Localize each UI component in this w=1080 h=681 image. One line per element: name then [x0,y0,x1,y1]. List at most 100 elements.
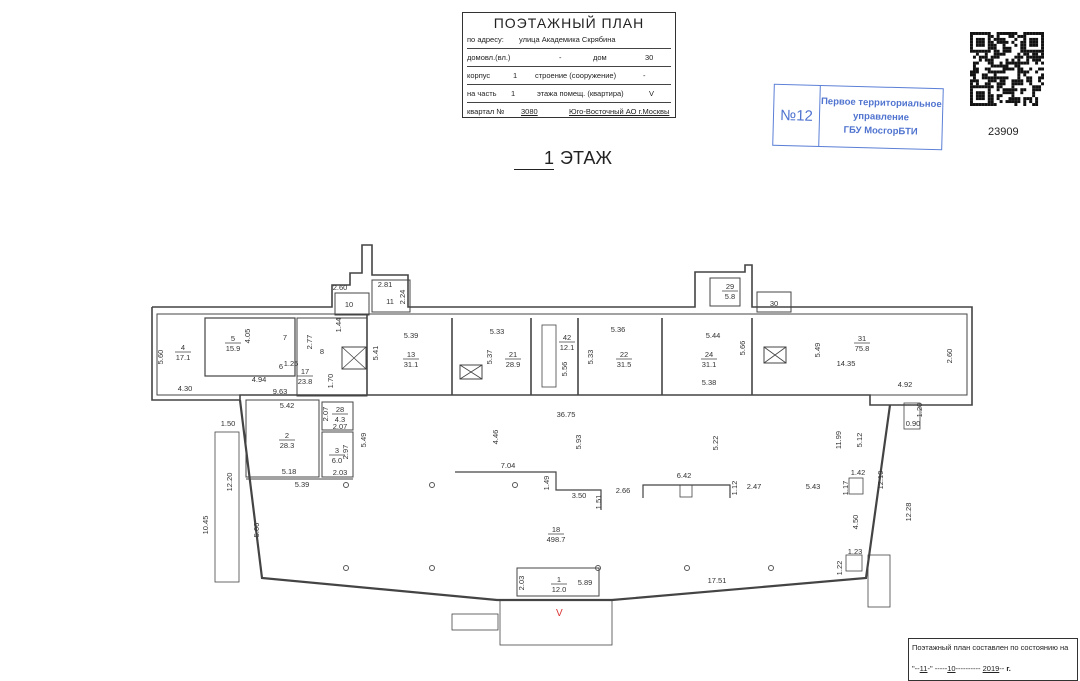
column-mark [343,565,349,571]
dimension-label: 5.33 [586,350,595,365]
room-number: 21 [509,350,517,359]
dimension-label: 2.03 [517,576,526,591]
dimension-label: 1.49 [542,476,551,491]
room-number: 8 [320,347,324,356]
dimension-label: 4.50 [851,515,860,530]
dimension-label: 6.42 [677,471,692,480]
room-label: 8 [320,347,324,356]
part-value: 1 [511,89,516,98]
dimension-label: 1.70 [326,374,335,389]
kvartal-label: квартал № [467,107,505,116]
column-mark [429,565,435,571]
room-area: 23.8 [298,377,313,386]
floor-number: 1 [514,148,554,170]
dimension-label: 4.05 [243,329,252,344]
dimension-label: 5.60 [156,350,165,365]
dimension-label: 5.39 [295,480,310,489]
dimension-label: 5.89 [578,578,593,587]
dimension-label: 2.81 [378,280,393,289]
dimension-label: 12.19 [876,471,885,490]
dimension-label: 5.56 [560,362,569,377]
column-mark [512,482,518,488]
plan-title: ПОЭТАЖНЫЙ ПЛАН [493,15,645,31]
room-area: 15.9 [226,344,241,353]
dimension-label: 1.25 [284,359,299,368]
floor-label: ЭТАЖ [560,148,612,168]
column-mark [343,482,349,488]
dimension-label: 4.92 [898,380,913,389]
dimension-label: 10.45 [201,516,210,535]
qr-code-icon [970,32,1044,106]
dimension-label: 7.04 [501,461,516,470]
dimension-label: 5.33 [490,327,505,336]
room-area: 6.0 [332,456,342,465]
dimension-label: 5.37 [485,350,494,365]
room-number: 18 [552,525,560,534]
dimension-label: 1.17 [841,481,850,496]
room-area: 31.5 [617,360,632,369]
room-area: 75.8 [855,344,870,353]
room-number: 17 [301,367,309,376]
room-label: 295.8 [722,282,738,301]
room-number: 28 [336,405,344,414]
room-label: 228.3 [279,431,295,450]
room-number: 7 [283,333,287,342]
dimension-label: 36.75 [557,410,576,419]
dimension-label: 5.38 [702,378,717,387]
room-area: 12.0 [552,585,567,594]
room-number: 13 [407,350,415,359]
document-code: 23909 [988,126,1019,138]
room-label: 7 [283,333,287,342]
room-number: 29 [726,282,734,291]
dimension-label: 1.44 [334,318,343,333]
room-label: 11 [386,297,394,306]
dimension-label: 1.23 [848,547,863,556]
dimension-label: 2.07 [333,422,348,431]
address-row: по адресу:улица Академика Скрябина [467,31,671,49]
dimension-label: 2.24 [398,290,407,305]
dimension-label: 1.12 [730,481,739,496]
dimension-label: 5.49 [813,343,822,358]
dimension-label: 2.66 [616,486,631,495]
dimension-label: 2.47 [747,482,762,491]
survey-date-block: Поэтажный план составлен по состоянию на… [908,638,1078,681]
dimension-label: 2.07 [321,407,330,422]
korpus-value: 1 [513,71,518,80]
dom-label: дом [593,53,607,62]
dimension-label: 5.12 [855,433,864,448]
floor-heading: 1 ЭТАЖ [514,148,612,170]
room-label: 30 [770,299,778,308]
room-number: 1 [557,575,561,584]
room-area: 31.1 [404,360,419,369]
room-label: 112.0 [551,575,567,594]
dom-value: 30 [645,53,654,62]
dimension-label: 1.22 [835,561,844,576]
room-area: 28.9 [506,360,521,369]
kvartal-value: 3080 [521,107,538,116]
room-area: 5.8 [725,292,735,301]
stroenie-label: строение (сооружение) [535,71,617,80]
room-label: 417.1 [175,343,191,362]
dimension-label: 12.28 [904,503,913,522]
column-mark [429,482,435,488]
dimension-label: 4.30 [178,384,193,393]
room-number: 2 [285,431,289,440]
room-area: 12.1 [560,343,575,352]
address-label: по адресу: [467,35,504,44]
plan-walls [151,244,973,646]
dimension-label: 1.51 [594,495,603,510]
room-area: 17.1 [176,353,191,362]
dimension-label: 11.99 [834,431,843,449]
dimension-label: 5.22 [711,436,720,451]
room-area: 28.3 [280,441,295,450]
